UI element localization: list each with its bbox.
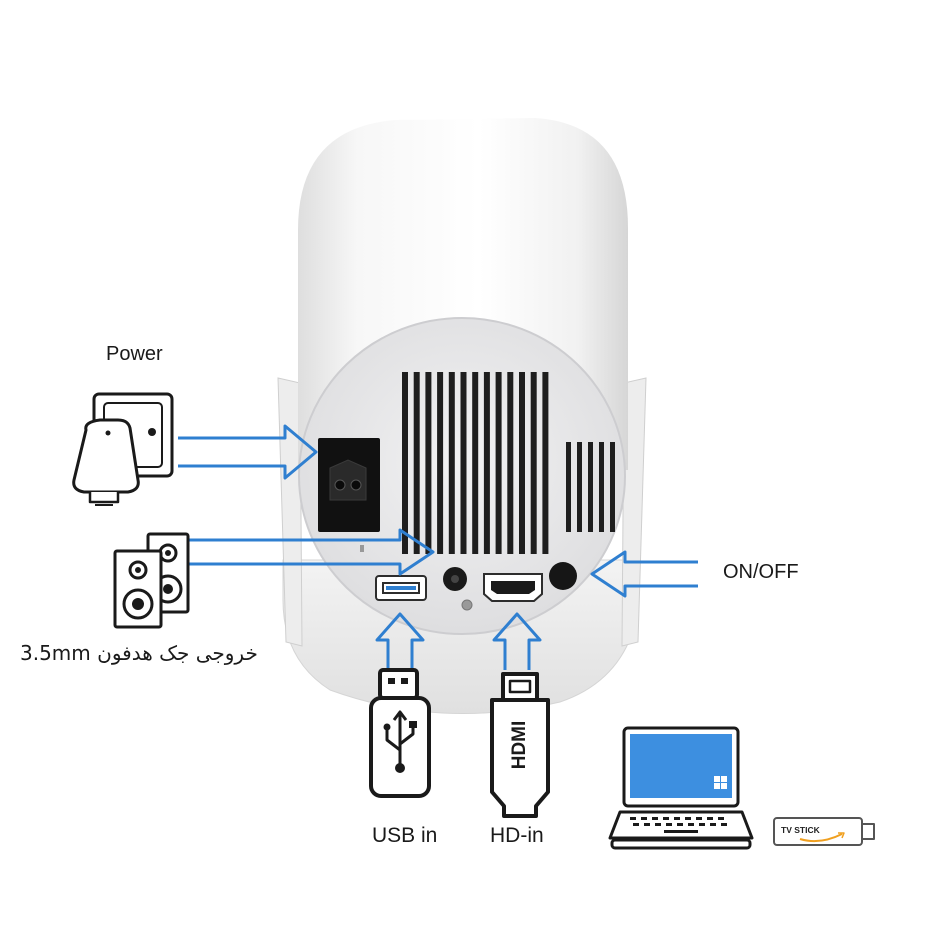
- power-button: [549, 562, 577, 590]
- vent-slat: [519, 372, 525, 554]
- keyboard-key: [655, 823, 661, 826]
- tv-stick-icon: TV STICK: [773, 817, 875, 846]
- side-vent: [566, 442, 615, 532]
- usb-in-label: USB in: [372, 824, 438, 847]
- keyboard-key: [641, 817, 647, 820]
- usb-arrow: [375, 612, 425, 670]
- usb-plug-icon: [369, 668, 431, 798]
- stand-left: [277, 377, 303, 647]
- vent-slat: [542, 372, 549, 554]
- keyboard-key: [707, 817, 713, 820]
- main-vent: [402, 372, 549, 554]
- hdmi-arrow: [492, 612, 542, 670]
- vent-slat: [437, 372, 444, 554]
- vent-slat: [610, 442, 615, 532]
- keyboard-key: [710, 823, 716, 826]
- audio-output-label: 3.5mm خروجی جک هدفون: [20, 641, 258, 665]
- vent-slat: [588, 442, 593, 532]
- vent-slat: [495, 372, 502, 554]
- vent-slat: [599, 442, 604, 532]
- keyboard-key: [721, 823, 727, 826]
- keyboard-key: [666, 823, 672, 826]
- vent-slat: [425, 372, 432, 554]
- projector: [277, 118, 647, 714]
- keyboard-key: [652, 817, 658, 820]
- onoff-arrow: [590, 550, 698, 598]
- power-outlet-icon: [72, 392, 174, 506]
- keyboard-key: [685, 817, 691, 820]
- keyboard-key: [633, 823, 639, 826]
- keyboard-key: [718, 817, 724, 820]
- keyboard-key: [644, 823, 650, 826]
- vent-slat: [472, 372, 479, 554]
- tv-stick-text: TV STICK: [781, 825, 821, 835]
- laptop-icon: [608, 726, 754, 850]
- on-off-label: ON/OFF: [723, 561, 799, 583]
- vent-slat: [530, 372, 537, 554]
- audio-arrow: [188, 528, 435, 576]
- vent-slat: [577, 442, 582, 532]
- power-arrow: [178, 424, 318, 480]
- arrows: [178, 424, 698, 670]
- keyboard-key: [663, 817, 669, 820]
- vent-slat: [402, 372, 408, 554]
- reset-hole: [461, 599, 473, 611]
- keyboard-key: [677, 823, 683, 826]
- keyboard-key: [688, 823, 694, 826]
- vent-slat: [483, 372, 490, 554]
- power-label: Power: [106, 343, 163, 365]
- keyboard-key: [696, 817, 702, 820]
- vent-slat: [413, 372, 420, 554]
- vent-slat: [566, 442, 571, 532]
- keyboard-key: [699, 823, 705, 826]
- vent-slat: [507, 372, 514, 554]
- speaker-icon: [113, 532, 190, 629]
- vent-slat: [460, 372, 467, 554]
- keyboard-key: [674, 817, 680, 820]
- hd-in-label: HD-in: [490, 824, 544, 847]
- hdmi-plug-text: HDMI: [509, 721, 530, 770]
- hdmi-plug-icon: HDMI: [490, 672, 550, 818]
- vent-slat: [448, 372, 455, 554]
- keyboard-key: [630, 817, 636, 820]
